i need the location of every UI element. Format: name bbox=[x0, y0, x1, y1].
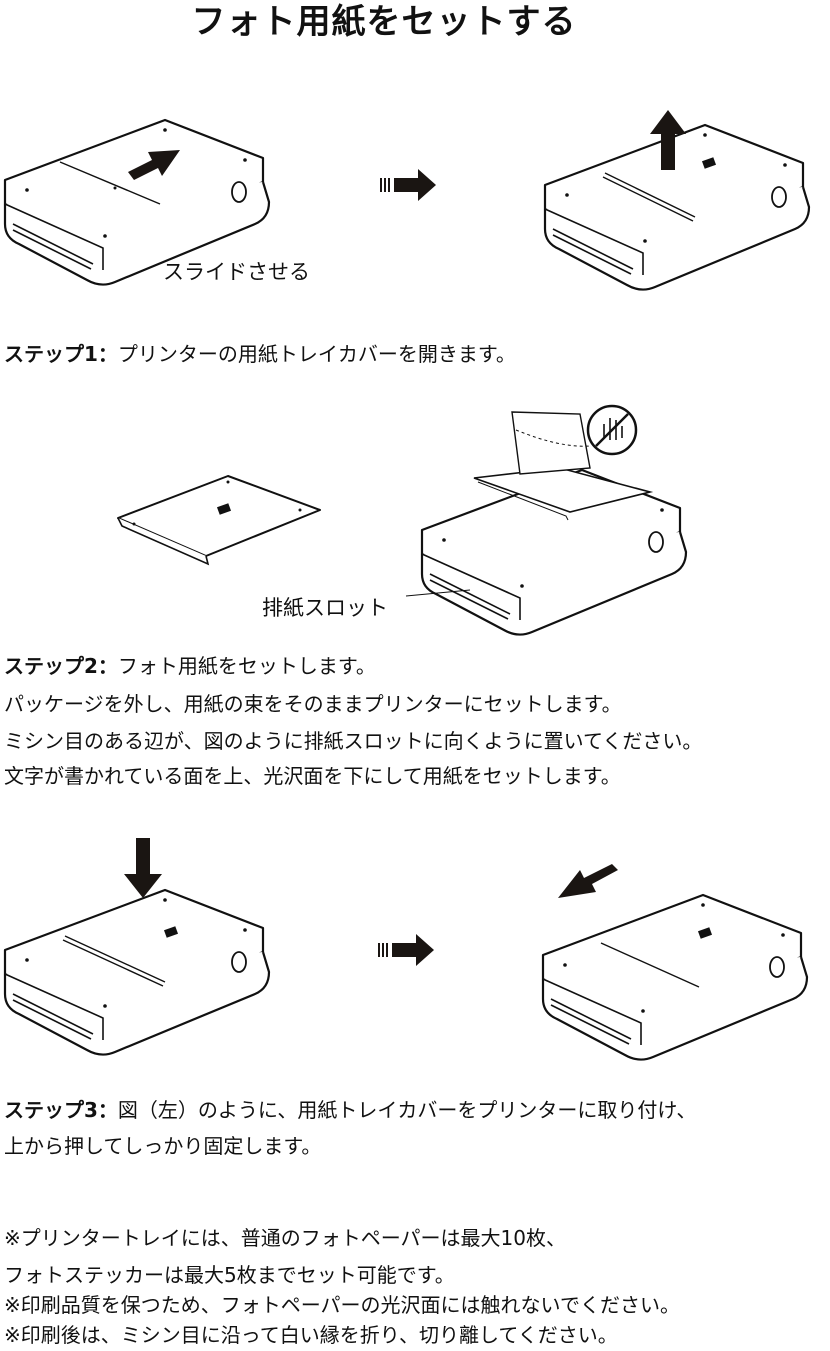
detached-cover-illustration bbox=[118, 476, 320, 564]
step3-label: ステップ3： bbox=[4, 1098, 118, 1122]
step2-line-3: ミシン目のある辺が、図のように排紙スロットに向くように置いてください。 bbox=[4, 725, 702, 757]
step1-line-1: プリンターの用紙トレイカバーを開きます。 bbox=[118, 342, 516, 366]
note-line-4: ※印刷後は、ミシン目に沿って白い縁を折り、切り離してください。 bbox=[4, 1319, 618, 1351]
printer-cover-open-illustration bbox=[545, 125, 809, 290]
note-line-2: フォトステッカーは最大5枚までセット可能です。 bbox=[4, 1259, 455, 1291]
step3-text: ステップ3：図（左）のように、用紙トレイカバーをプリンターに取り付け、 bbox=[4, 1094, 696, 1126]
output-slot-leader-line bbox=[406, 590, 470, 596]
step1-label: ステップ1： bbox=[4, 342, 118, 366]
step2-text: ステップ2：フォト用紙をセットします。 bbox=[4, 650, 376, 682]
note-line-3: ※印刷品質を保つため、フォトペーパーの光沢面には触れないでください。 bbox=[4, 1289, 680, 1321]
step2-line-4: 文字が書かれている面を上、光沢面を下にして用紙をセットします。 bbox=[4, 760, 621, 792]
printer-cover-secured-illustration bbox=[543, 895, 807, 1060]
slide-caption: スライドさせる bbox=[163, 258, 310, 286]
step1-text: ステップ1：プリンターの用紙トレイカバーを開きます。 bbox=[4, 338, 516, 370]
slide-direction-arrow bbox=[128, 150, 180, 180]
paper-stack-illustration bbox=[474, 412, 650, 520]
step3-line-2: 上から押してしっかり固定します。 bbox=[4, 1130, 321, 1162]
step3-line-1: 図（左）のように、用紙トレイカバーをプリンターに取り付け、 bbox=[118, 1098, 696, 1122]
step2-label: ステップ2： bbox=[4, 654, 118, 678]
step2-line-2: パッケージを外し、用紙の束をそのままプリンターにセットします。 bbox=[4, 688, 622, 720]
lift-up-arrow bbox=[650, 110, 686, 170]
no-touch-hand-icon bbox=[588, 406, 636, 454]
page-title: フォト用紙をセットする bbox=[0, 0, 768, 44]
output-slot-caption: 排紙スロット bbox=[262, 594, 388, 622]
push-down-arrow bbox=[124, 838, 162, 898]
step2-line-1: フォト用紙をセットします。 bbox=[118, 654, 376, 678]
step1-next-arrow bbox=[380, 169, 436, 201]
slide-back-arrow bbox=[558, 864, 618, 898]
note-line-1: ※プリンタートレイには、普通のフォトペーパーは最大10枚、 bbox=[4, 1222, 566, 1254]
printer-cover-attach-illustration bbox=[5, 890, 269, 1055]
step3-next-arrow bbox=[378, 934, 434, 966]
printer-paper-loading-illustration bbox=[422, 470, 686, 635]
